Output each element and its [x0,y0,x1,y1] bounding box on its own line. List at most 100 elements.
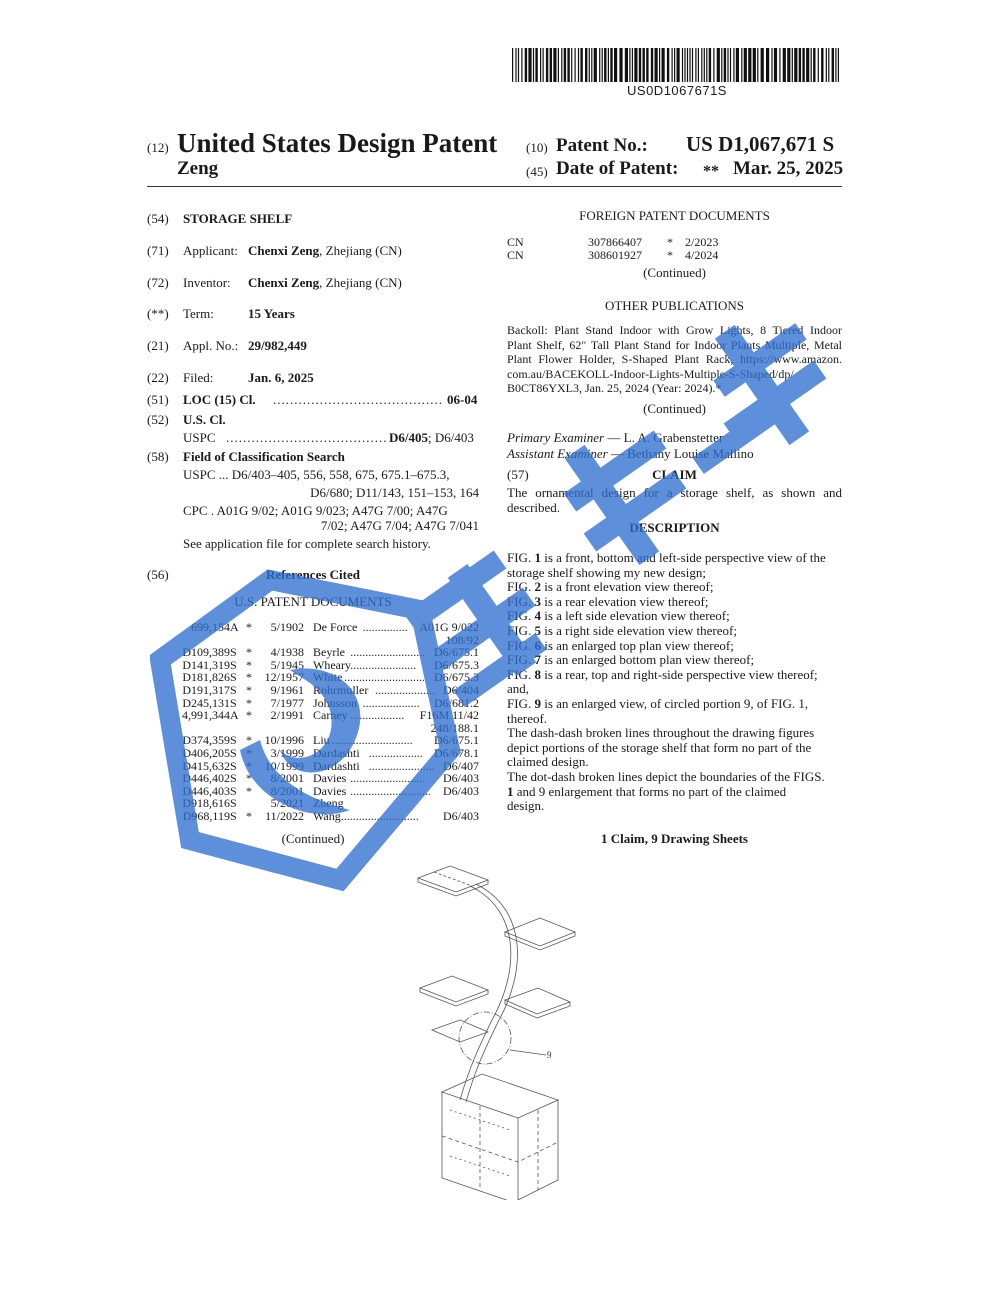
reference-star: * [246,783,252,798]
figure-number: 5 [534,623,541,638]
text-line: Backoll: Plant Stand Indoor with Grow Li… [507,323,842,337]
uspc-secondary-class: ; D6/403 [428,430,474,445]
loc-class-value: 06-04 [447,392,478,407]
appl-no-label: Appl. No.: [183,338,239,353]
reference-date: 2/1991 [270,708,304,723]
description-text-part: depict portions of the storage shelf tha… [507,739,812,755]
date-of-patent-label: Date of Patent: [556,158,679,179]
text-line: Plant Shelf, 62" Tall Plant Stand for In… [507,337,842,352]
kind-code-45: (45) [526,164,548,179]
term-code: (**) [147,306,169,321]
figure-number: 4 [534,608,541,624]
primary-examiner-dash: — [604,430,624,445]
patent-type-title: United States Design Patent [177,128,498,158]
barcode [512,48,839,82]
inventor-label: Inventor: [183,275,231,290]
description-text-part: is a rear, top and right-side perspectiv… [540,666,818,682]
patent-number: US D1,067,671 S [686,132,835,156]
description-text-part: thereof. [507,710,548,726]
text-line: B0CT86YXL3, Jan. 25, 2024 (Year: 2024).* [507,381,722,396]
other-publications-title: OTHER PUBLICATIONS [604,298,745,313]
foreign-star: * [667,248,673,262]
description-text-part: is a right side elevation view thereof; [540,623,737,638]
field-58-code: (58) [147,449,169,464]
field-search-label: Field of Classification Search [183,449,345,464]
field-51-code: (51) [147,392,169,407]
claim-title: CLAIM [652,467,697,482]
reference-date: 5/1902 [270,620,304,634]
applicant-location: , Zhejiang (CN) [319,243,402,258]
primary-examiner-name: L. A. Grabenstetter [623,430,724,445]
description-line: depict portions of the storage shelf tha… [507,740,842,755]
text-line: Plant Flower Holder, S-Shaped Plant Rack… [507,352,842,367]
references-continued: (Continued) [281,831,345,846]
description-line: FIG. 6 is an enlarged top plan view ther… [507,638,842,653]
field-71-code: (71) [147,243,169,258]
text-line: com.au/BACEKOLL-Indoor-Lights-Multiple-S… [507,366,794,381]
reference-cls: D6/403 [443,783,479,798]
description-line: FIG. 5 is a right side elevation view th… [507,623,842,638]
foreign-cc: CN [507,235,524,249]
field-search-cpc-line-1: CPC . A01G 9/02; A01G 9/023; A47G 7/00; … [183,503,448,518]
field-search-uspc-line-1: USPC ... D6/403–405, 556, 558, 675, 675.… [183,467,450,482]
description-text-part: FIG. [507,696,535,711]
text-line: The ornamental design for a storage shel… [507,485,842,500]
description-text-part: FIG. [507,652,535,668]
foreign-cc: CN [507,248,524,262]
kind-code-10: (10) [526,140,548,155]
description-line: FIG. 1 is a front, bottom and left-side … [507,550,842,565]
description-text-part: is a front elevation view thereof; [540,579,714,595]
description-line: thereof. [507,711,842,726]
foreign-num: 307866407 [588,235,642,249]
appl-no-value: 29/982,449 [248,338,307,353]
description-line: FIG. 2 is a front elevation view thereof… [507,579,842,594]
foreign-num: 308601927 [588,248,642,262]
field-21-code: (21) [147,338,169,353]
figure-number: 1 [534,550,541,565]
uspc-leader: ........................................… [226,430,386,445]
inventor-location: , Zhejiang (CN) [319,275,402,290]
description-line: design. [507,798,842,813]
description-text-part: claimed design. [507,754,589,770]
field-57-code: (57) [507,467,529,482]
assistant-examiner-label: Assistant Examiner [507,446,608,461]
description-line: FIG. 3 is a rear elevation view thereof; [507,594,842,609]
applicant-label: Applicant: [183,243,238,258]
description-text-part: FIG. [507,608,535,624]
reference-date: 11/2022 [265,809,304,823]
primary-examiner: Primary Examiner — L. A. Grabenstetter [507,430,723,446]
description-line: and, [507,681,842,696]
patent-no-label: Patent No.: [556,135,648,156]
description-line: 1 and 9 enlargement that forms no part o… [507,784,842,799]
reference-star: * [246,620,252,634]
reference-kind: S [230,809,237,823]
date-marker: ** [703,163,719,180]
assistant-examiner: Assistant Examiner — Bethany Louise Mall… [507,446,754,462]
description-text-part: is a front, bottom and left-side perspec… [540,550,826,565]
uspc-value: D6/405; D6/403 [389,430,474,446]
foreign-date: 2/2023 [685,235,719,249]
loc-class-label: LOC (15) Cl. [183,392,256,407]
primary-examiner-label: Primary Examiner [507,430,605,445]
term-value: 15 Years [248,306,295,321]
reference-num: 4,991,344 [182,708,230,723]
us-patent-documents-title: U.S. PATENT DOCUMENTS [234,594,392,609]
uspc-label: USPC [183,430,216,445]
description-line: FIG. 8 is a rear, top and right-side per… [507,667,842,682]
figure-number: 3 [534,593,541,609]
description-title: DESCRIPTION [629,520,720,535]
description-text-part: is a rear elevation view thereof; [540,593,709,609]
field-56-code: (56) [147,567,169,582]
applicant-value: Chenxi Zeng, Zhejiang (CN) [248,243,402,259]
foreign-star: * [667,235,673,249]
description-text-part: is an enlarged bottom plan view thereof; [540,652,755,668]
description-text-part: and, [507,681,530,697]
inventor-value: Chenxi Zeng, Zhejiang (CN) [248,275,402,291]
description-line: claimed design. [507,754,842,769]
barcode-number: US0D1067671S [627,83,727,98]
description-text-part: is an enlarged view, of circled portion … [540,696,809,711]
